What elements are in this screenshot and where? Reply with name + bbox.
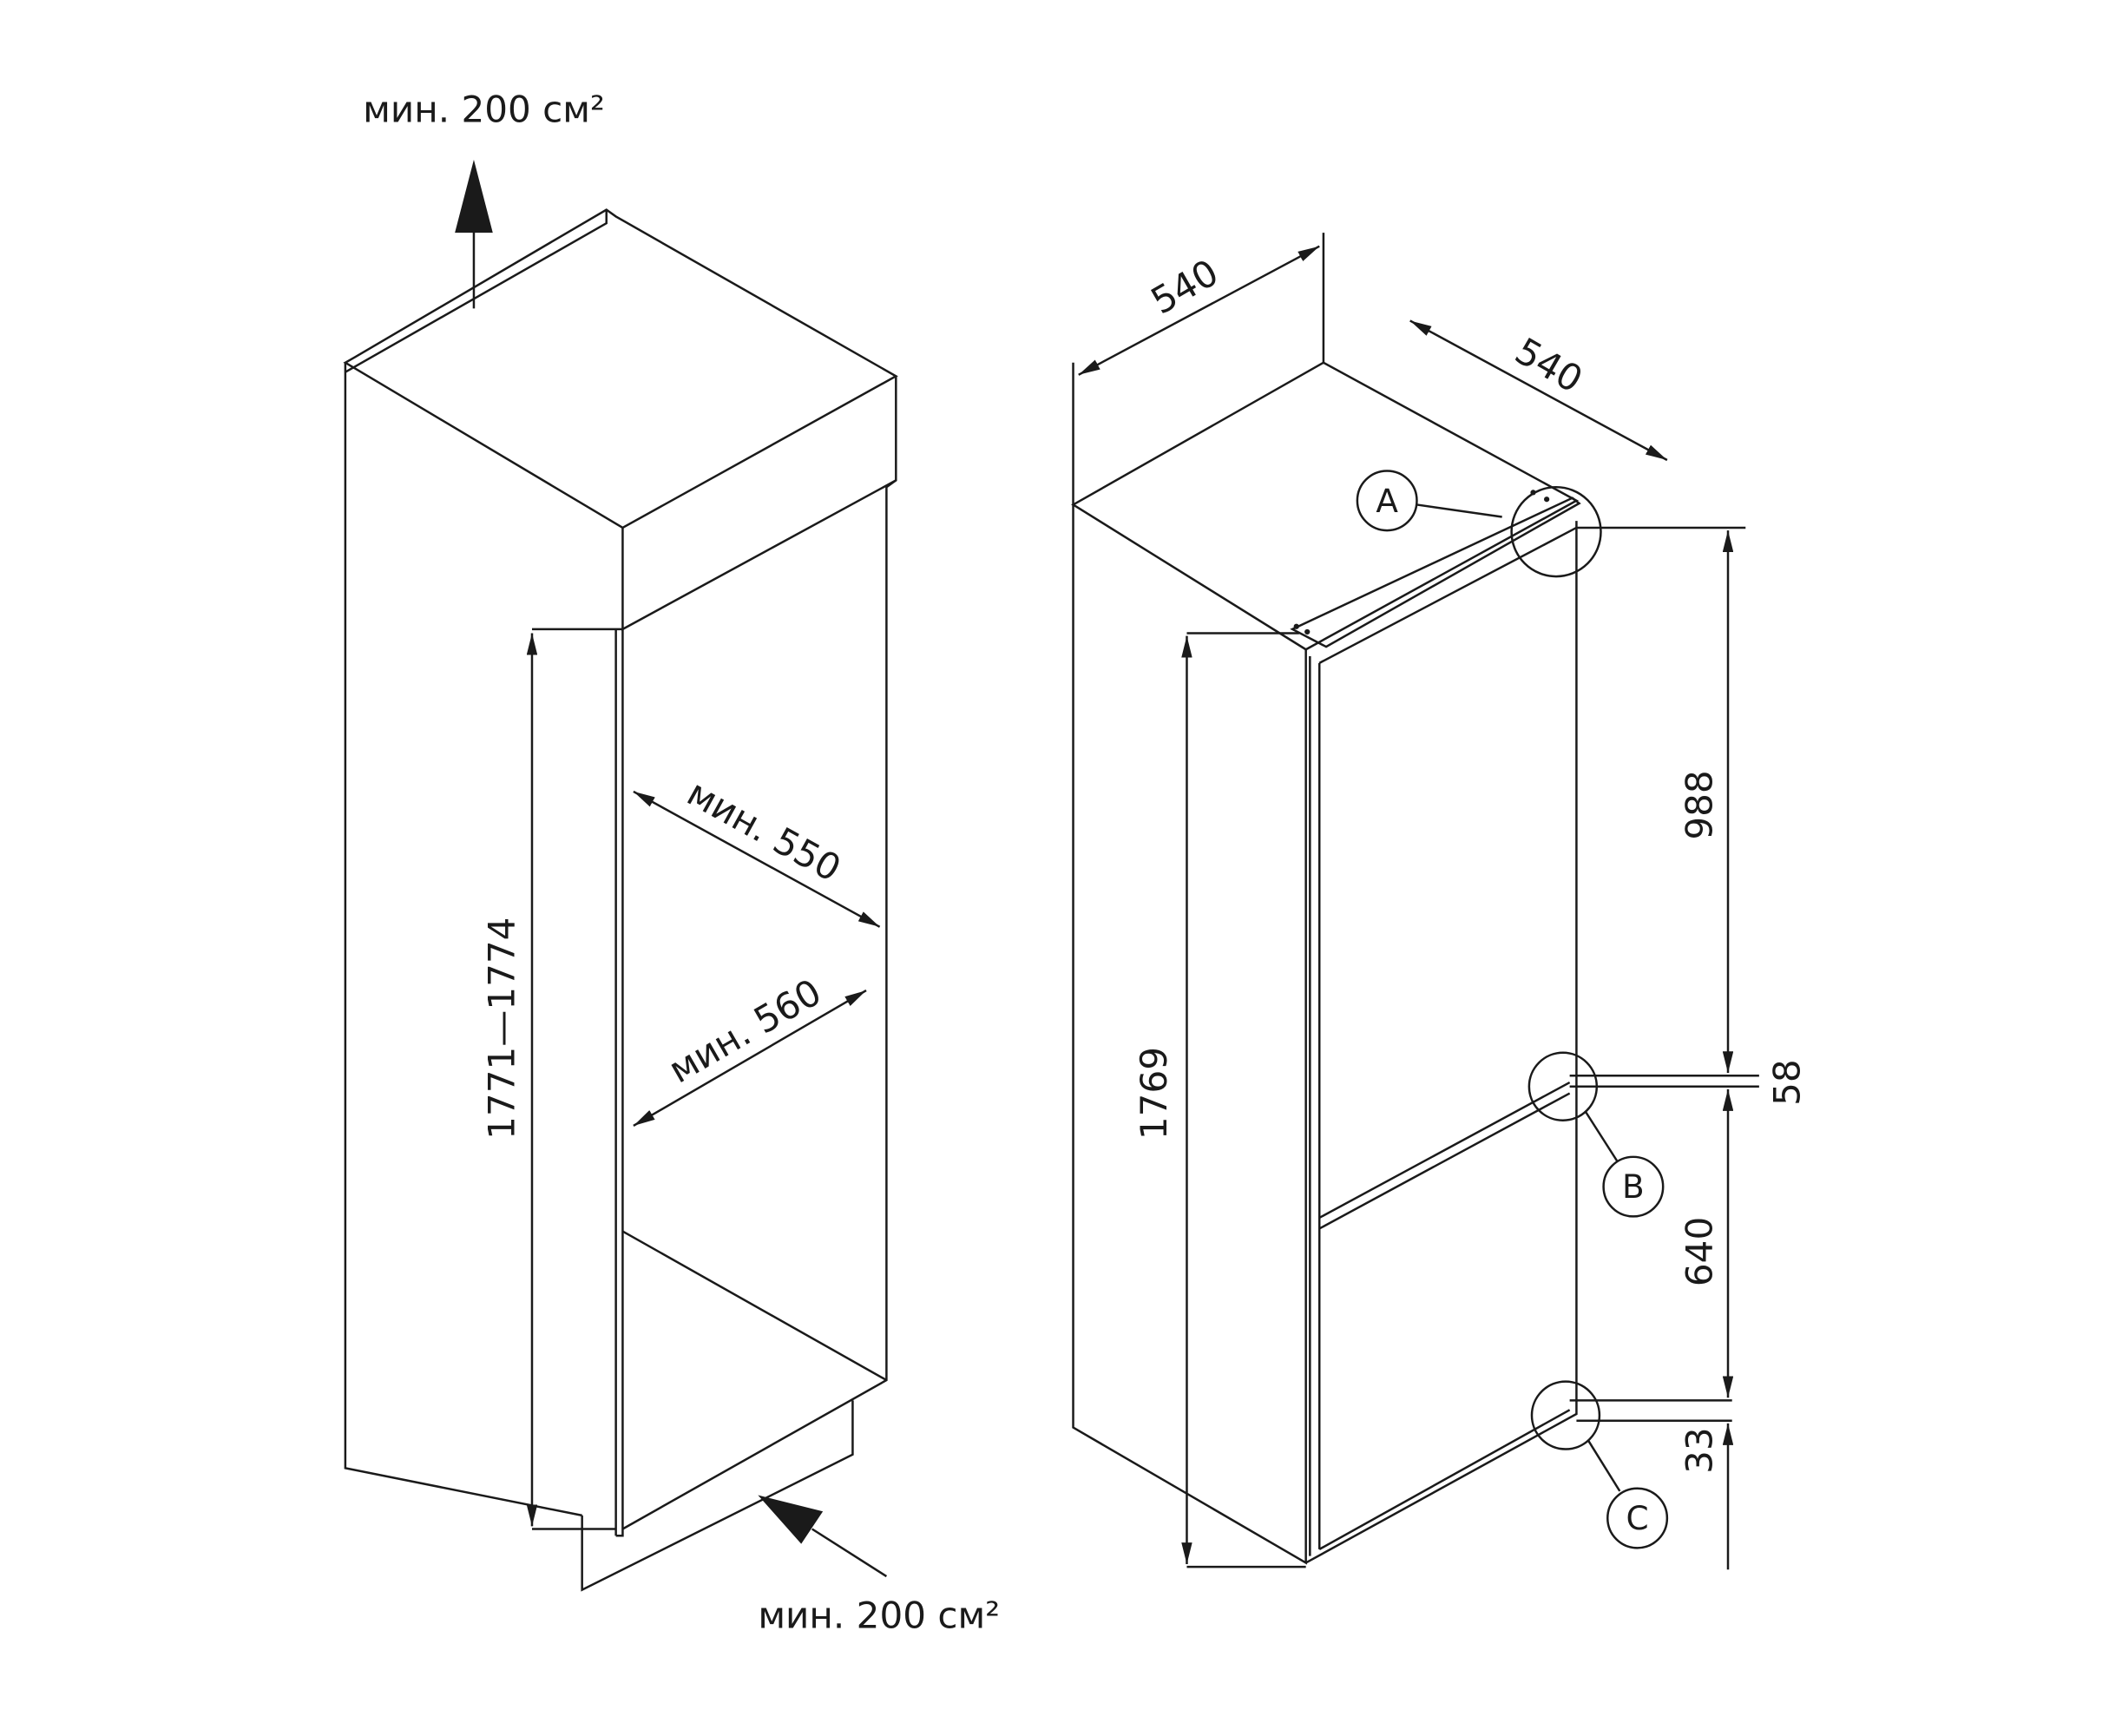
- detail-circle-a: [1510, 485, 1602, 578]
- lower-door-label: 640: [1678, 1217, 1720, 1286]
- depth-dimension-line: [633, 790, 881, 928]
- callout-b: [1602, 1155, 1665, 1218]
- callout-c: [1606, 1487, 1669, 1549]
- callout-c-label: C: [1626, 1499, 1649, 1537]
- niche-height-label: 1771—1774: [481, 917, 523, 1140]
- vent-bottom-arrow-shaft: [811, 1528, 888, 1578]
- width-dimension-line: [1078, 245, 1320, 376]
- width-dimension-line: [633, 989, 867, 1128]
- fridge-drawing: 540 540 988 58 640 33 1769 A B C: [1071, 233, 1809, 1570]
- bottom-vent-label: мин. 200 см²: [758, 1594, 1000, 1636]
- callout-a: [1356, 470, 1418, 532]
- detail-circle-b: [1527, 1051, 1599, 1121]
- detail-circle-c: [1530, 1380, 1601, 1450]
- depth-label: 540: [1508, 330, 1590, 402]
- niche-width-label: мин. 560: [661, 970, 828, 1091]
- vent-bottom-arrow-icon: [758, 1495, 824, 1544]
- gap-label: 58: [1766, 1059, 1809, 1106]
- callout-b-label: B: [1622, 1167, 1645, 1206]
- top-vent-label: мин. 200 см²: [363, 88, 605, 130]
- upper-door-label: 988: [1678, 770, 1720, 839]
- bottom-label: 33: [1678, 1427, 1720, 1474]
- cabinet-niche: мин. 200 см² мин. 200 см² 1771—1774 мин.…: [343, 88, 1000, 1636]
- depth-dimension-line: [1409, 319, 1668, 462]
- callout-a-label: A: [1376, 482, 1398, 520]
- width-label: 540: [1144, 251, 1225, 323]
- height-label: 1769: [1133, 1047, 1175, 1140]
- vent-up-arrow-icon: [455, 159, 493, 233]
